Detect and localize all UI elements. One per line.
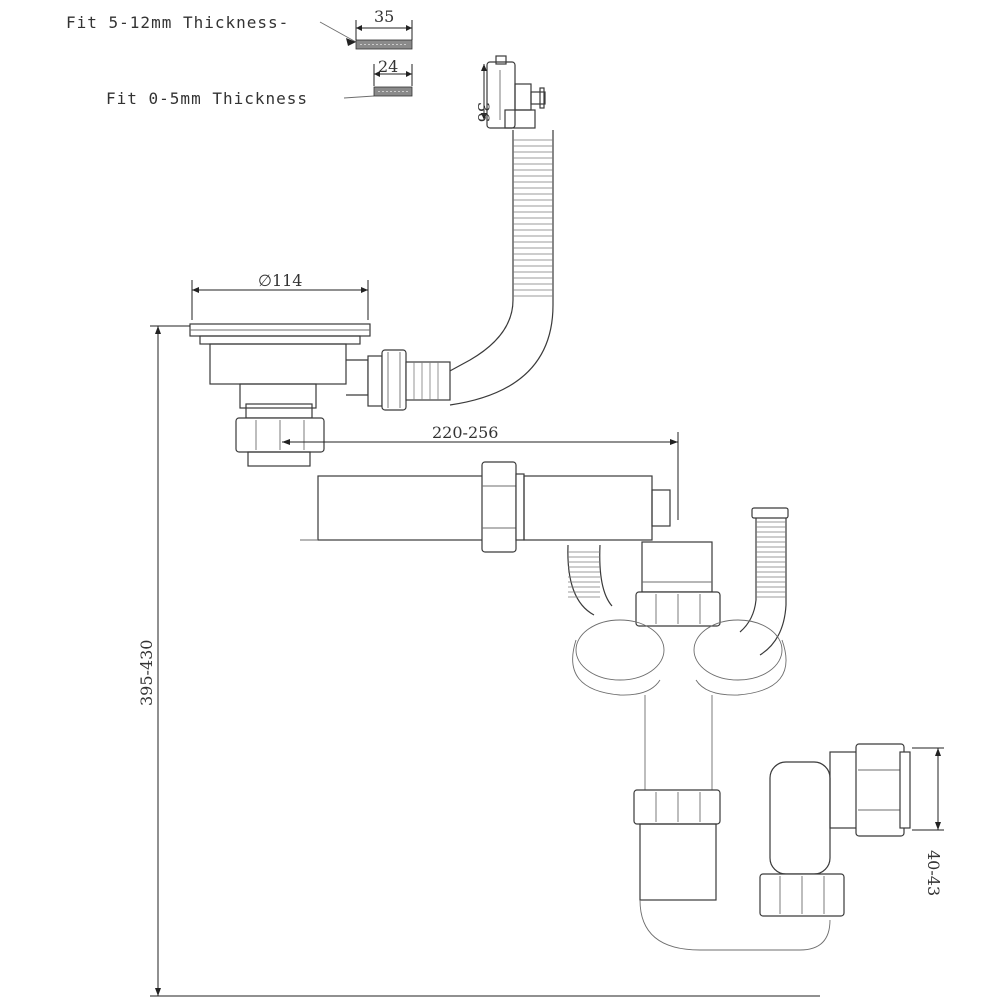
dim-35-label: 35 xyxy=(374,7,394,26)
note-fit-0-5mm: Fit 0-5mm Thickness xyxy=(106,89,308,108)
overflow-connector xyxy=(367,349,451,411)
dim-114-label: ∅114 xyxy=(258,271,302,290)
leader-thick xyxy=(319,21,357,43)
basket-strainer xyxy=(189,323,371,419)
dim-40-43-label: 40-43 xyxy=(924,850,943,896)
dim-36-label: 36 xyxy=(474,102,493,122)
lower-trap xyxy=(633,743,911,951)
horizontal-pipe xyxy=(300,461,671,553)
dim-395-430-label: 395-430 xyxy=(137,640,156,706)
leader-thin xyxy=(343,95,375,99)
strainer-tail-nut xyxy=(235,417,325,467)
overflow-hose xyxy=(447,130,554,406)
bolt-24-icon xyxy=(373,86,413,97)
dim-220-256-label: 220-256 xyxy=(432,423,498,442)
note-fit-5-12mm: Fit 5-12mm Thickness- xyxy=(66,13,289,32)
bolt-35-icon xyxy=(346,38,413,50)
overflow-fitting xyxy=(486,55,546,129)
dim-24-label: 24 xyxy=(378,57,398,76)
trap-assembly xyxy=(567,507,789,790)
